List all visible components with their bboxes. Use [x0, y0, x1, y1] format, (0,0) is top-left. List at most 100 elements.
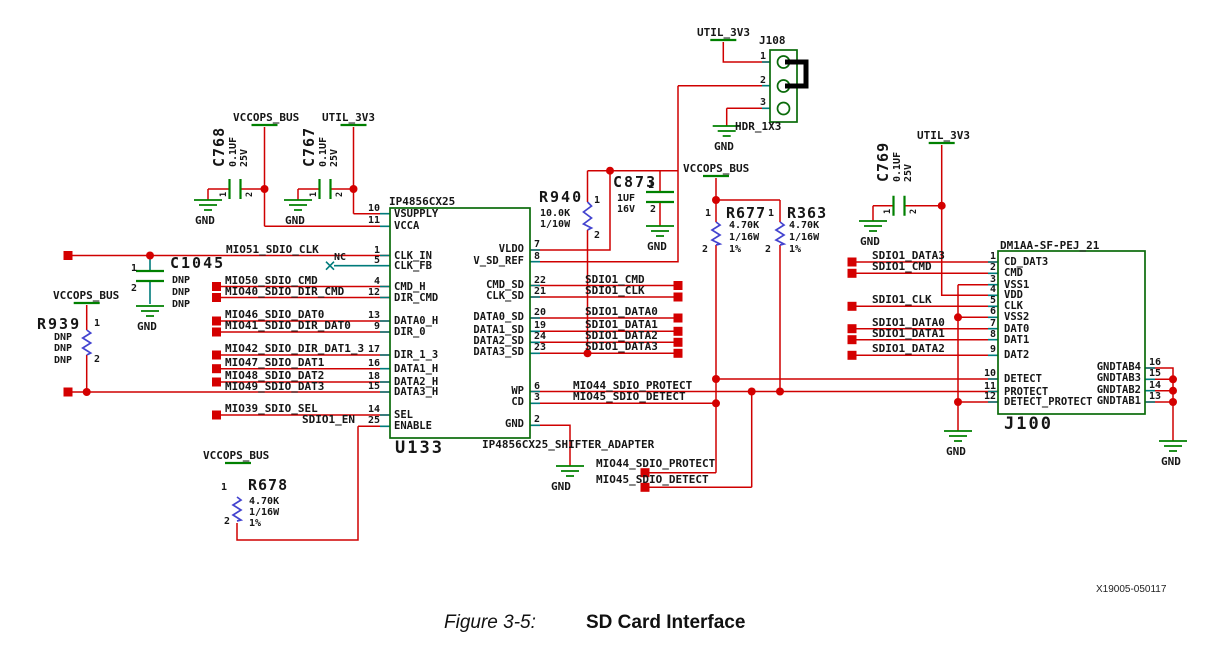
pin-name: DATA3_H — [394, 386, 439, 398]
r940-pin1: 1 — [594, 195, 601, 206]
pin-number: 21 — [534, 286, 547, 297]
j100-ref: J100 — [1004, 414, 1053, 434]
pin-number: 16 — [1149, 357, 1162, 368]
gnd-label: GND — [551, 480, 571, 493]
pin-number: 6 — [534, 380, 541, 392]
gnd-label: GND — [285, 213, 305, 227]
pin-number: 4 — [989, 284, 996, 296]
pin-name: DIR_CMD — [394, 291, 439, 304]
pin-number: 12 — [367, 286, 380, 298]
net-label: SDIO1_DATA3 — [585, 340, 658, 354]
pin-name: WP — [511, 384, 524, 397]
pin-number: 7 — [534, 239, 541, 250]
net-label: MIO46_SDIO_DAT0 — [225, 308, 325, 321]
net-label: MIO45_SDIO_DETECT — [573, 390, 686, 404]
pin-number: 2 — [989, 262, 996, 274]
pin-name: DATA0_SD — [473, 311, 524, 323]
pin-number: 14 — [1149, 379, 1162, 391]
c768-pin2: 2 — [245, 191, 255, 197]
pin-name: CD_DAT3 — [1004, 256, 1049, 268]
nc-label: NC — [334, 251, 347, 263]
pin-name: GNDTAB1 — [1096, 395, 1141, 407]
pin-number: 9 — [373, 321, 380, 332]
c768-voltage: 25V — [239, 148, 250, 167]
net-label: MIO44_SDIO_PROTECT — [573, 378, 693, 392]
pin-name: VCCA — [394, 220, 420, 233]
r939-dnp: DNP — [54, 332, 73, 343]
pin-name: DETECT_PROTECT — [1004, 396, 1093, 408]
c767-ref: C767 — [300, 126, 318, 167]
r939-pin1: 1 — [94, 318, 101, 329]
r678-pin2: 2 — [224, 516, 231, 527]
net-label: MIO41_SDIO_DIR_DAT0 — [225, 319, 351, 332]
r940-ref: R940 — [539, 188, 584, 206]
pin-name: DIR_1_3 — [394, 349, 439, 361]
pin-number: 1 — [989, 251, 996, 262]
net-label: MIO47_SDIO_DAT1 — [225, 355, 325, 369]
r677-value: 4.70K — [729, 220, 760, 232]
pin-name: DATA3_SD — [473, 346, 524, 359]
pin-name: DAT1 — [1004, 333, 1030, 346]
gnd-icons — [136, 125, 1187, 477]
pin-number: 6 — [989, 306, 996, 318]
pin-number: 1 — [759, 51, 766, 62]
c769-pin1: 1 — [883, 208, 893, 214]
pin-name: VSS2 — [1004, 311, 1030, 324]
pin-number: 9 — [989, 344, 996, 356]
r939-ref: R939 — [37, 315, 82, 333]
r940-value: 10.0K — [540, 207, 571, 219]
power-label-vccops: VCCOPS_BUS — [203, 449, 270, 462]
pin-name: VSS1 — [1004, 278, 1030, 291]
pin-number: 13 — [367, 310, 380, 321]
c1045-pin2: 2 — [131, 283, 138, 294]
r363-value: 4.70K — [789, 220, 820, 232]
c873-pin2: 2 — [650, 203, 657, 215]
pin-name: CLK_SD — [486, 290, 524, 302]
c769-pin2: 2 — [909, 208, 919, 214]
r677-tolerance: 1% — [729, 243, 742, 255]
power-bar-icons — [73, 38, 955, 465]
pin-number: 8 — [534, 250, 541, 262]
u133-part: IP4856CX25 — [389, 194, 456, 208]
net-label: SDIO1_CMD — [585, 272, 645, 286]
pin-number: 20 — [534, 307, 547, 318]
c1045-dnp: DNP — [172, 287, 191, 298]
figure-title: SD Card Interface — [586, 612, 746, 633]
c767-pin2: 2 — [335, 191, 345, 197]
net-label: MIO39_SDIO_SEL — [225, 402, 318, 415]
doc-number: X19005-050117 — [1096, 584, 1167, 595]
r363-rating: 1/16W — [789, 232, 820, 243]
pin-name: CLK_FB — [394, 259, 432, 272]
r939-dnp: DNP — [54, 354, 73, 366]
power-label-util3v3: UTIL_3V3 — [697, 25, 750, 39]
gnd-label: GND — [1161, 455, 1181, 468]
r363-tolerance: 1% — [789, 243, 802, 255]
r940-pin2: 2 — [594, 230, 601, 241]
r940-rating: 1/10W — [540, 218, 571, 230]
pin-number: 17 — [367, 344, 380, 355]
net-label: SDIO1_DATA1 — [585, 318, 658, 332]
gnd-label: GND — [860, 235, 880, 248]
pin-name: DATA2_H — [394, 376, 439, 388]
c1045-pin1: 1 — [131, 263, 138, 274]
pin-number: 16 — [367, 357, 380, 369]
c767-pin1: 1 — [309, 191, 319, 197]
pin-name: CMD_H — [394, 280, 426, 293]
pin-number: 3 — [759, 97, 766, 109]
pin-number: 8 — [989, 328, 996, 340]
net-label: MIO42_SDIO_DIR_DAT1_3 — [225, 342, 365, 355]
r677-ref: R677 — [726, 203, 767, 222]
pin-name: GNDTAB3 — [1096, 372, 1141, 385]
j100-body — [997, 250, 1146, 415]
power-label-util3v3: UTIL_3V3 — [917, 128, 970, 142]
power-label-vccops: VCCOPS_BUS — [53, 289, 120, 302]
nc-x-icon — [325, 261, 335, 271]
c873-value: 1UF — [617, 192, 636, 204]
net-label: MIO45_SDIO_DETECT — [596, 472, 709, 486]
figure-number: Figure 3-5: — [444, 612, 536, 633]
gnd-label: GND — [137, 319, 157, 333]
figure-caption: Figure 3-5: SD Card Interface — [0, 612, 1222, 642]
j108-part: HDR_1X3 — [735, 120, 782, 133]
r677-pin1: 1 — [705, 208, 712, 219]
net-label: SDIO1_DATA2 — [872, 342, 945, 356]
